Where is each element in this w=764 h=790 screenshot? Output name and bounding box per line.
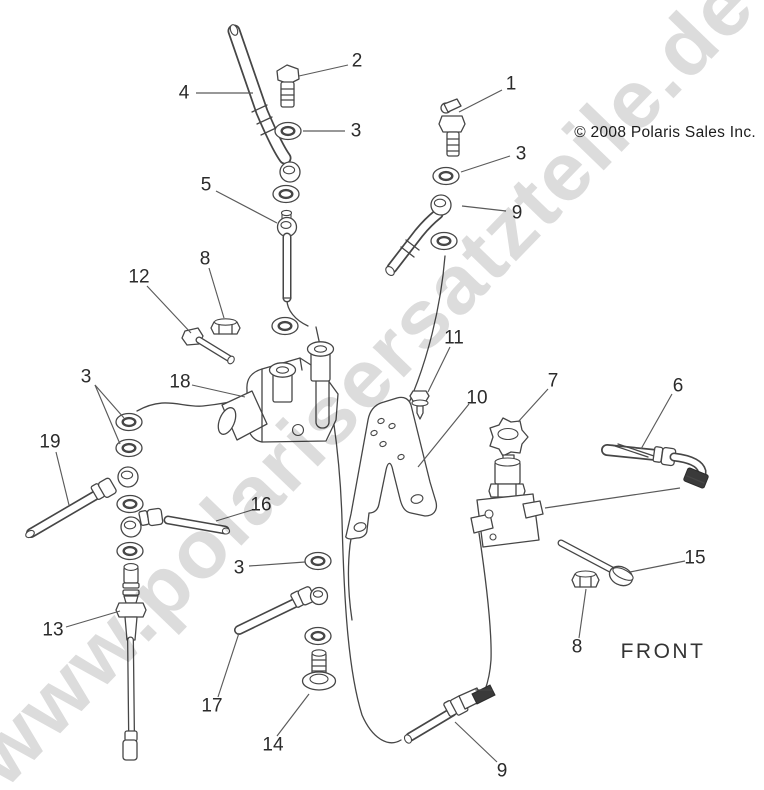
leader-line <box>146 285 192 334</box>
leader-line <box>629 560 686 573</box>
banjo-bolt-part-14 <box>301 649 337 691</box>
callout-label-3: 3 <box>81 367 92 388</box>
nut-part-8-upper <box>210 318 241 335</box>
callout-label-9: 9 <box>497 761 508 782</box>
callout-label-19: 19 <box>39 432 60 453</box>
callout-label-16: 16 <box>250 495 271 516</box>
leader-line <box>578 588 587 639</box>
hose-part-17 <box>234 586 329 635</box>
leader-line <box>454 721 498 763</box>
leader-line <box>65 610 121 628</box>
leader-line <box>460 155 511 173</box>
leader-line <box>458 89 503 113</box>
fitting-part-5 <box>276 209 298 303</box>
parts-artwork <box>25 24 709 761</box>
leader-line <box>191 384 246 398</box>
master-cylinder-part-18 <box>217 341 339 443</box>
callout-label-10: 10 <box>466 388 487 409</box>
callout-label-3: 3 <box>516 144 527 165</box>
leader-line <box>417 403 470 468</box>
bleeder-part-1 <box>438 98 466 157</box>
callout-label-8: 8 <box>572 637 583 658</box>
fitting-part-9-bottom <box>403 684 496 744</box>
bracket-part-10 <box>345 396 438 540</box>
leader-line <box>640 393 673 450</box>
leader-line <box>544 487 681 509</box>
hose-part-13 <box>115 563 147 761</box>
callout-label-3: 3 <box>351 121 362 142</box>
leader-line <box>276 693 310 737</box>
leader-line <box>55 451 70 506</box>
callout-label-8: 8 <box>200 249 211 270</box>
leader-line <box>94 384 125 419</box>
leader-line <box>427 346 451 393</box>
bolt-part-12 <box>181 327 235 365</box>
hose-part-6 <box>601 443 709 489</box>
leader-line <box>94 384 121 445</box>
leader-line <box>461 205 507 212</box>
callout-label-15: 15 <box>684 548 705 569</box>
brake-hose-part-4 <box>227 24 301 183</box>
callout-label-17: 17 <box>201 696 222 717</box>
callout-label-5: 5 <box>201 175 212 196</box>
leader-line <box>248 561 306 567</box>
callout-label-7: 7 <box>548 371 559 392</box>
leader-line <box>215 509 253 522</box>
nut-part-8-lower <box>571 570 600 588</box>
callout-label-13: 13 <box>42 620 63 641</box>
callout-label-1: 1 <box>506 74 517 95</box>
callout-label-14: 14 <box>262 735 284 756</box>
callout-label-9: 9 <box>512 203 523 224</box>
callout-label-6: 6 <box>673 376 684 397</box>
leader-line <box>517 388 549 423</box>
leader-line <box>298 64 349 77</box>
front-label: FRONT <box>621 640 706 663</box>
callout-label-12: 12 <box>128 267 149 288</box>
leader-line <box>217 632 240 698</box>
callout-label-11: 11 <box>444 328 464 349</box>
callout-label-2: 2 <box>352 51 363 72</box>
bolt-part-15 <box>557 539 634 587</box>
callout-label-18: 18 <box>169 372 190 393</box>
screw-part-11 <box>409 390 430 420</box>
bolt-part-2 <box>276 64 300 108</box>
valve-part-7 <box>470 417 544 548</box>
leader-line <box>208 267 225 319</box>
callout-label-4: 4 <box>179 83 190 104</box>
hose-part-16 <box>120 507 231 538</box>
hose-part-19 <box>25 466 139 539</box>
callout-label-3: 3 <box>234 558 245 579</box>
leader-line <box>215 190 278 224</box>
banjo-hose-part-9-top <box>385 194 452 277</box>
copyright-text: © 2008 Polaris Sales Inc. <box>574 124 756 141</box>
